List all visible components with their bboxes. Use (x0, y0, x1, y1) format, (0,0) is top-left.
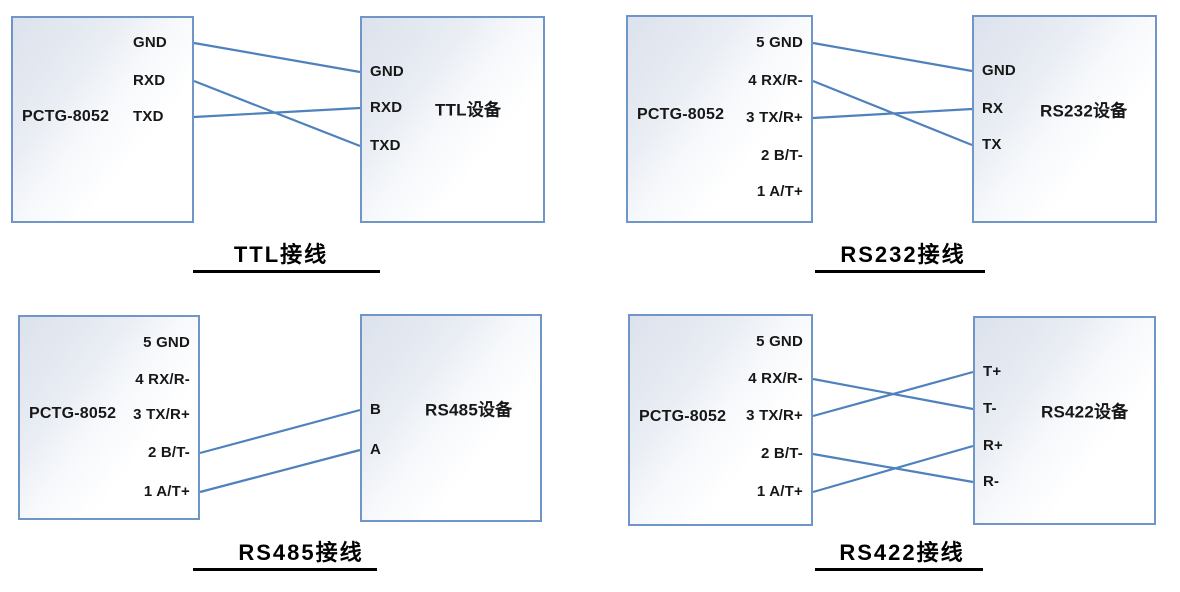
wire-2BT--to-B (199, 408, 361, 455)
right-device-box: GND RXD TXD TTL设备 (360, 16, 545, 223)
right-pin-label: GND (982, 62, 1016, 79)
wire-lines (199, 408, 361, 494)
right-pin-label: GND (370, 63, 404, 80)
wire-5GND-to-GND (812, 41, 973, 73)
wire-1AT+-to-A (199, 448, 361, 494)
wire-lines (812, 370, 974, 494)
wire-1AT+-to-R+ (812, 444, 974, 494)
right-pin-label: B (370, 401, 382, 418)
wire-TXD-to-RXD (193, 106, 361, 119)
left-pin-label: 4 RX/R- (748, 370, 803, 387)
left-pin-label: 5 GND (756, 34, 803, 51)
left-pin-label: 1 A/T+ (143, 483, 190, 500)
left-device-name: PCTG-8052 (22, 108, 110, 125)
left-device-box: PCTG-8052 GND RXD TXD (11, 16, 194, 223)
right-pin-label: A (370, 441, 382, 458)
left-pin-label: 1 A/T+ (756, 483, 803, 500)
left-pin-label: 3 TX/R+ (746, 407, 803, 424)
right-pin-label: RXD (370, 99, 403, 116)
left-pin-label: 4 RX/R- (135, 371, 190, 388)
right-pin-label: R+ (983, 437, 1003, 454)
diagram-title: RS485接线 (238, 540, 364, 565)
wire-3TXR+-to-T+ (812, 370, 974, 418)
left-pin-label: GND (133, 34, 167, 51)
title-underline (193, 568, 377, 571)
right-pin-label: T- (983, 400, 997, 417)
left-pin-label: 5 GND (143, 334, 190, 351)
left-pin-label: TXD (133, 108, 164, 125)
left-pin-label: 2 B/T- (760, 147, 803, 164)
title-underline (815, 270, 985, 273)
diagram-rs485-wiring: PCTG-8052 5 GND 4 RX/R- 3 TX/R+ 2 B/T- 1 A/T+… (0, 296, 590, 592)
left-pin-label: 2 B/T- (760, 445, 803, 462)
title-underline (193, 270, 380, 273)
diagram-title: RS232接线 (840, 242, 966, 267)
left-pin-label: RXD (133, 72, 166, 89)
left-device-name: PCTG-8052 (637, 106, 725, 123)
diagram-rs422-wiring: PCTG-8052 5 GND 4 RX/R- 3 TX/R+ 2 B/T- 1 A/T+… (590, 296, 1180, 592)
left-pin-label: 1 A/T+ (756, 183, 803, 200)
right-device-box: T+ T- R+ R- RS422设备 (973, 316, 1156, 525)
wire-GND-to-GND (193, 41, 361, 74)
diagram-title: RS422接线 (839, 540, 965, 565)
right-device-name: RS485设备 (425, 400, 513, 420)
right-device-name: TTL设备 (435, 100, 502, 120)
diagram-ttl-wiring: PCTG-8052 GND RXD TXD GND RXD TXD TTL设备 TTL接线 (0, 0, 590, 296)
right-pin-label: TX (982, 136, 1002, 153)
title-underline (815, 568, 983, 571)
right-device-name: RS422设备 (1041, 402, 1129, 422)
left-device-name: PCTG-8052 (639, 408, 727, 425)
right-pin-label: TXD (370, 137, 401, 154)
right-pin-label: T+ (983, 363, 1002, 380)
right-device-box: B A RS485设备 (360, 314, 542, 522)
diagram-title: TTL接线 (233, 242, 329, 267)
left-pin-label: 2 B/T- (147, 444, 190, 461)
diagram-rs232-wiring: PCTG-8052 5 GND 4 RX/R- 3 TX/R+ 2 B/T- 1 A/T+… (590, 0, 1180, 296)
left-pin-label: 4 RX/R- (748, 72, 803, 89)
right-device-name: RS232设备 (1040, 101, 1128, 121)
left-pin-label: 5 GND (756, 333, 803, 350)
wire-lines (812, 41, 973, 147)
wire-lines (193, 41, 361, 148)
left-device-box: PCTG-8052 5 GND 4 RX/R- 3 TX/R+ 2 B/T- 1 A/T+ (626, 15, 813, 223)
left-device-box: PCTG-8052 5 GND 4 RX/R- 3 TX/R+ 2 B/T- 1 A/T+ (628, 314, 813, 526)
left-device-name: PCTG-8052 (29, 405, 117, 422)
left-pin-label: 3 TX/R+ (746, 109, 803, 126)
wire-3TXR+-to-RX (812, 107, 973, 120)
left-device-box: PCTG-8052 5 GND 4 RX/R- 3 TX/R+ 2 B/T- 1 A/T+ (18, 315, 200, 520)
left-pin-label: 3 TX/R+ (133, 406, 190, 423)
right-pin-label: RX (982, 100, 1004, 117)
right-device-box: GND RX TX RS232设备 (972, 15, 1157, 223)
right-pin-label: R- (983, 473, 1000, 490)
